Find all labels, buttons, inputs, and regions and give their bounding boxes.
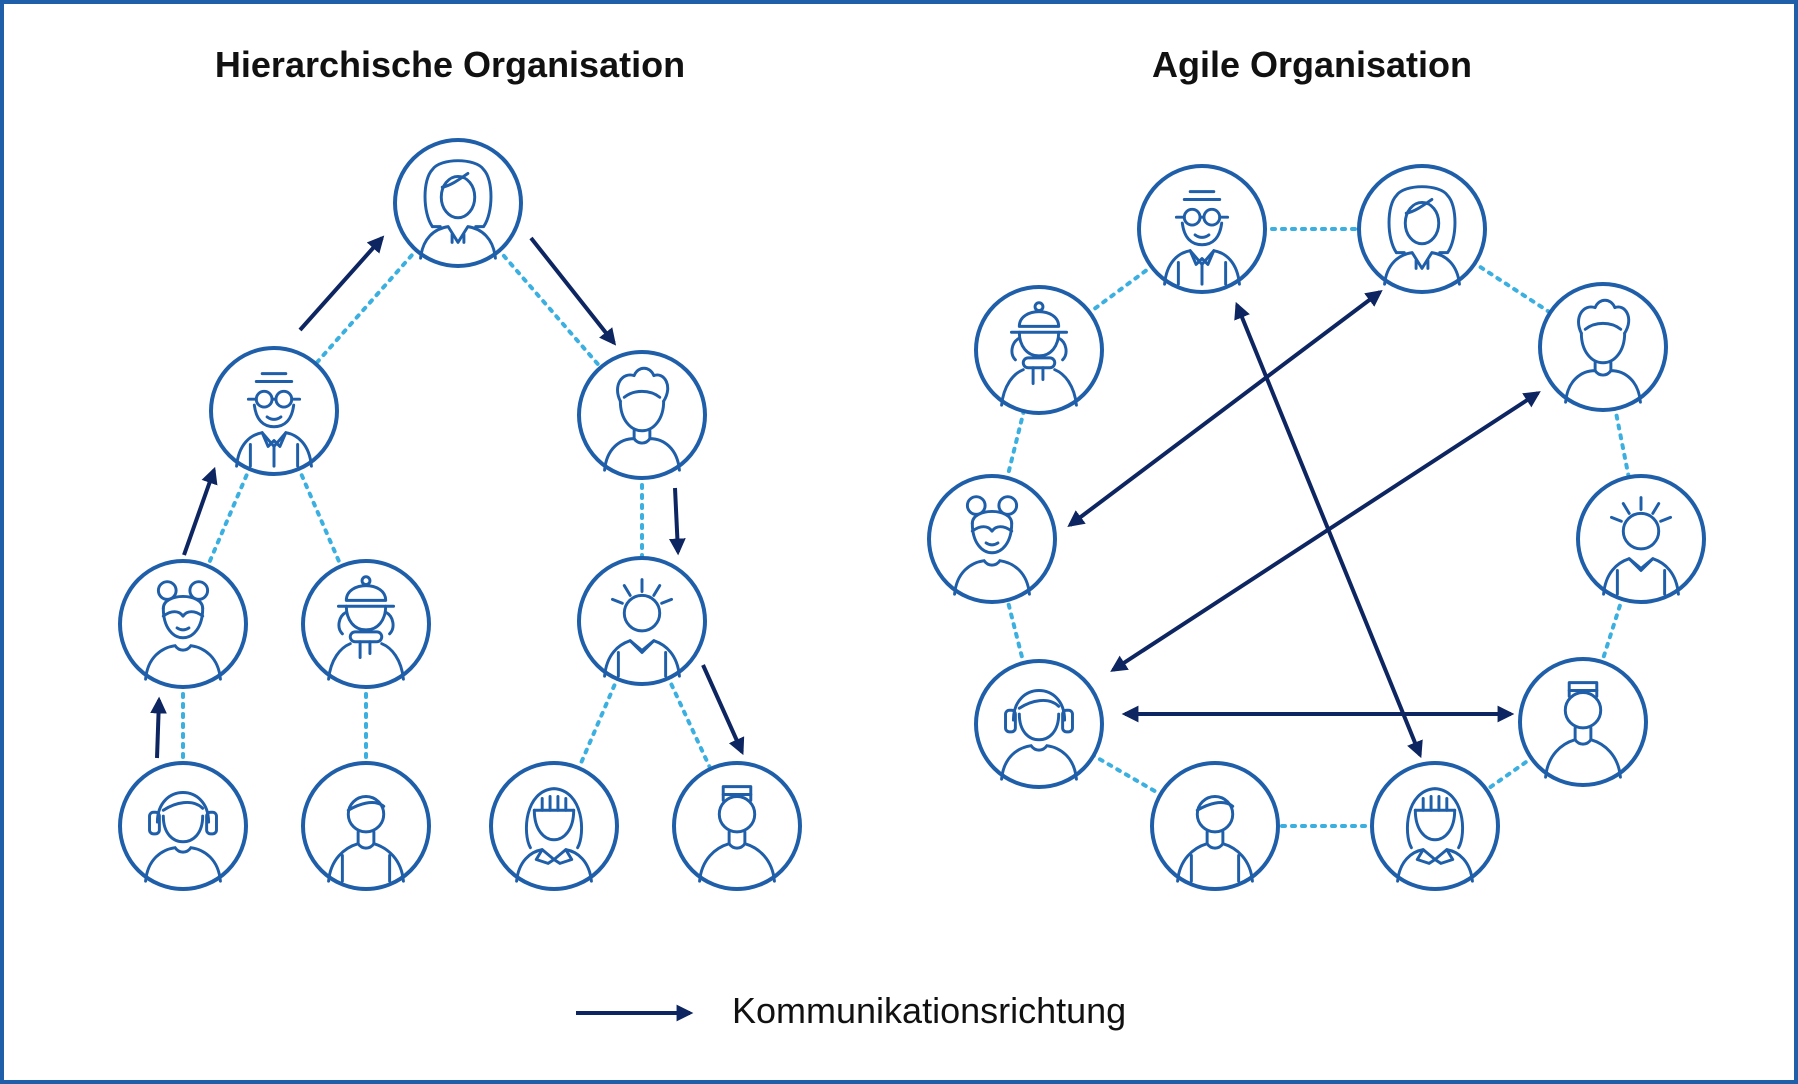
communication-arrow-bidirectional	[1110, 391, 1541, 672]
person-node-circle	[974, 285, 1104, 415]
person-node-h-cap	[577, 350, 707, 480]
person-nodes	[118, 138, 1706, 891]
communication-arrow	[150, 696, 167, 759]
person-node-circle	[1538, 282, 1668, 412]
person-node-circle	[489, 761, 619, 891]
person-node-h-flat	[672, 761, 802, 891]
person-node-a-bangs	[1370, 761, 1500, 891]
communication-arrow	[298, 235, 385, 332]
communication-arrow	[668, 487, 686, 556]
person-node-circle	[301, 761, 431, 891]
person-node-circle	[118, 559, 248, 689]
person-node-a-woman	[1357, 164, 1487, 294]
person-node-circle	[1137, 164, 1267, 294]
person-node-a-short	[1150, 761, 1280, 891]
person-node-h-bun	[301, 559, 431, 689]
person-node-circle	[1518, 657, 1648, 787]
communication-arrow-bidirectional	[1234, 301, 1423, 759]
person-node-a-flat	[1518, 657, 1648, 787]
person-node-a-glasses	[1137, 164, 1267, 294]
communication-arrow	[529, 236, 617, 346]
person-node-a-bun	[927, 474, 1057, 604]
hierarchical-title: Hierarchische Organisation	[214, 44, 686, 85]
communication-arrow	[701, 664, 745, 756]
person-node-h-curly	[118, 559, 248, 689]
communication-arrows	[150, 235, 1541, 759]
person-node-circle	[209, 346, 339, 476]
person-node-a-headphones	[974, 659, 1104, 789]
person-node-circle	[672, 761, 802, 891]
person-node-a-curly	[1538, 282, 1668, 412]
communication-arrow-bidirectional	[1067, 289, 1383, 528]
person-node-circle	[301, 559, 431, 689]
person-node-circle	[927, 474, 1057, 604]
person-node-circle	[577, 556, 707, 686]
connection-line	[552, 619, 644, 828]
person-node-circle	[1370, 761, 1500, 891]
person-node-h-headphones	[118, 761, 248, 891]
person-node-h-top	[393, 138, 523, 268]
organisation-connections	[181, 201, 1643, 828]
communication-arrow	[182, 466, 218, 556]
person-node-circle	[118, 761, 248, 891]
person-node-h-short	[301, 761, 431, 891]
person-node-h-bangs	[489, 761, 619, 891]
person-node-circle	[974, 659, 1104, 789]
person-node-circle	[393, 138, 523, 268]
person-node-circle	[577, 350, 707, 480]
person-node-circle	[1357, 164, 1487, 294]
legend-label: Kommunikationsrichtung	[732, 990, 1127, 1031]
person-node-a-spiky	[1576, 474, 1706, 604]
person-node-circle	[1576, 474, 1706, 604]
person-node-circle	[1150, 761, 1280, 891]
person-node-h-spiky	[577, 556, 707, 686]
person-node-h-glasses	[209, 346, 339, 476]
agile-title: Agile Organisation	[1151, 44, 1473, 85]
person-node-a-cap	[974, 285, 1104, 415]
